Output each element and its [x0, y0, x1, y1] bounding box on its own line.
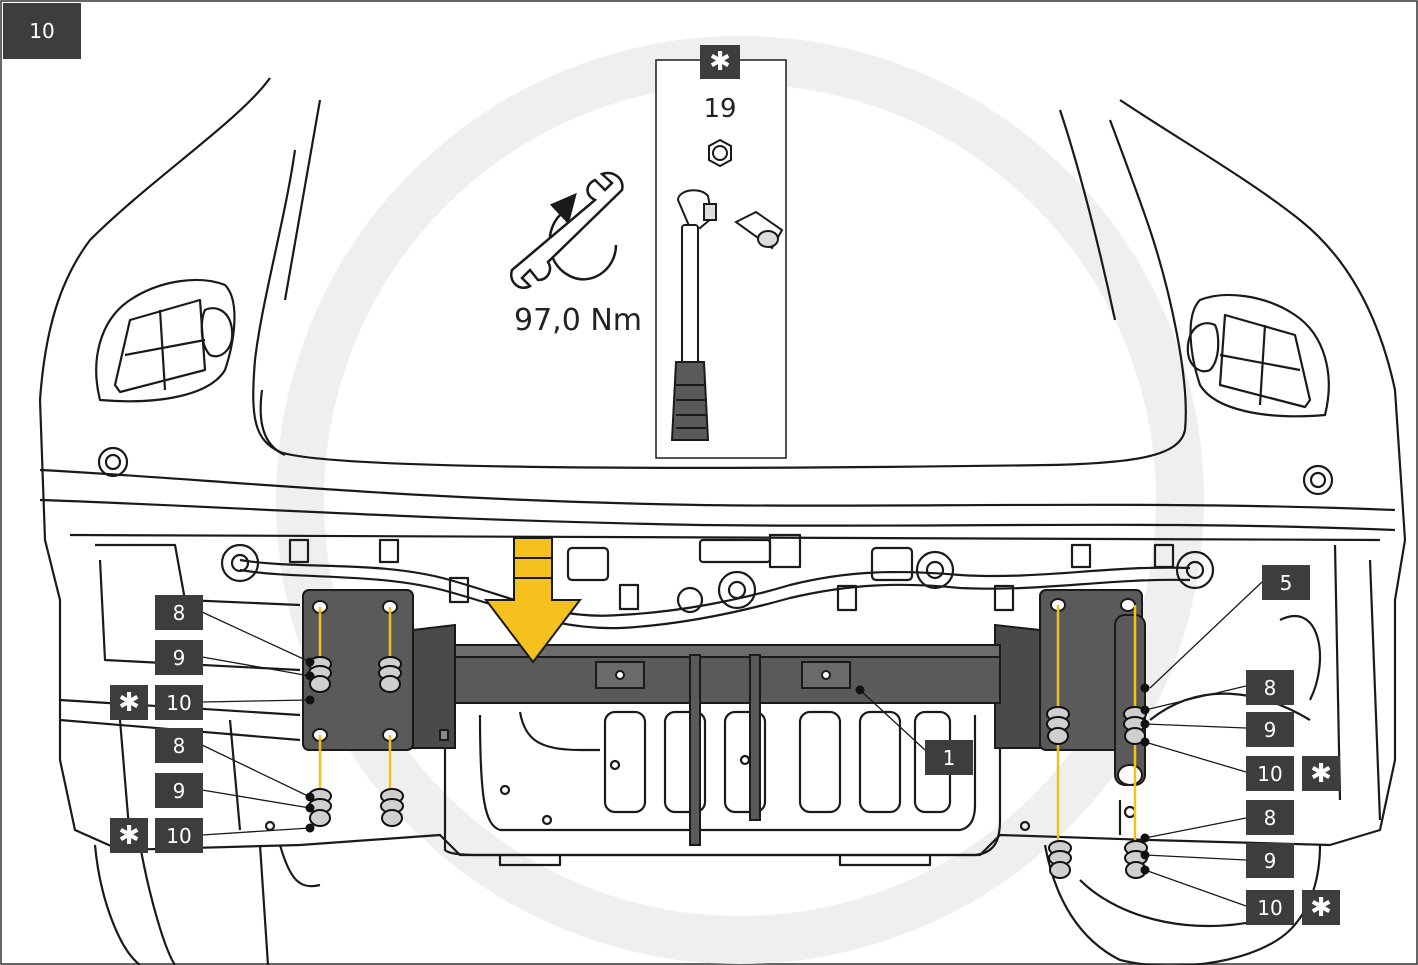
- callout-9-left-bottom: 9: [173, 779, 186, 803]
- callout-8-left-top: 8: [173, 601, 186, 625]
- fasteners: [308, 656, 1148, 879]
- callout-8-right-top: 8: [1264, 676, 1277, 700]
- washer-nut-stack: [380, 788, 404, 827]
- right-strap-plate: [1114, 614, 1146, 786]
- washer-nut-stack: [308, 788, 332, 827]
- callout-8-left-bottom: 8: [173, 734, 186, 758]
- washer-nut-stack: [308, 656, 332, 693]
- down-arrow-icon: [483, 537, 583, 664]
- star-right-top: ✱: [1310, 759, 1332, 789]
- tool-box: ✱ 19: [655, 45, 787, 459]
- callout-10-right-bottom: 10: [1257, 896, 1282, 920]
- car-rear-body: [38, 77, 1407, 965]
- tow-bar-assembly: [302, 589, 1146, 846]
- washer-nut-stack: [378, 656, 402, 693]
- callout-9-right-bottom: 9: [1264, 849, 1277, 873]
- callout-9-right-top: 9: [1264, 718, 1277, 742]
- ratchet-icon: [670, 189, 717, 441]
- torque-value: 97,0 Nm: [514, 303, 642, 338]
- callout-8-right-bottom: 8: [1264, 806, 1277, 830]
- leader-dots: [305, 657, 1150, 875]
- tool-box-star-badge: [700, 45, 740, 79]
- socket-icon: [734, 210, 784, 250]
- torque-wrench-icon: [509, 171, 624, 289]
- callout-10-left-bottom: 10: [166, 824, 191, 848]
- tool-box-star: ✱: [709, 47, 731, 77]
- washer-nut-stack: [1046, 706, 1070, 745]
- step-number: 10: [29, 19, 54, 43]
- socket-size: 19: [703, 94, 736, 124]
- leader-lines: [201, 581, 1263, 907]
- washer-nut-stack: [1048, 840, 1072, 879]
- star-right-bottom: ✱: [1310, 893, 1332, 923]
- star-left-bottom: ✱: [118, 821, 140, 851]
- callout-labels: 8 9 10 ✱ 8 9 10 ✱ 5 8 9 10 ✱ 8 9 10: [110, 565, 1340, 925]
- callout-1: 1: [943, 746, 956, 770]
- hex-nut-icon: [708, 138, 732, 168]
- star-left-top: ✱: [118, 688, 140, 718]
- callout-9-left-top: 9: [173, 646, 186, 670]
- callout-5: 5: [1280, 571, 1293, 595]
- step-number-badge: 10: [3, 3, 81, 59]
- callout-10-right-top: 10: [1257, 762, 1282, 786]
- callout-10-left-top: 10: [166, 691, 191, 715]
